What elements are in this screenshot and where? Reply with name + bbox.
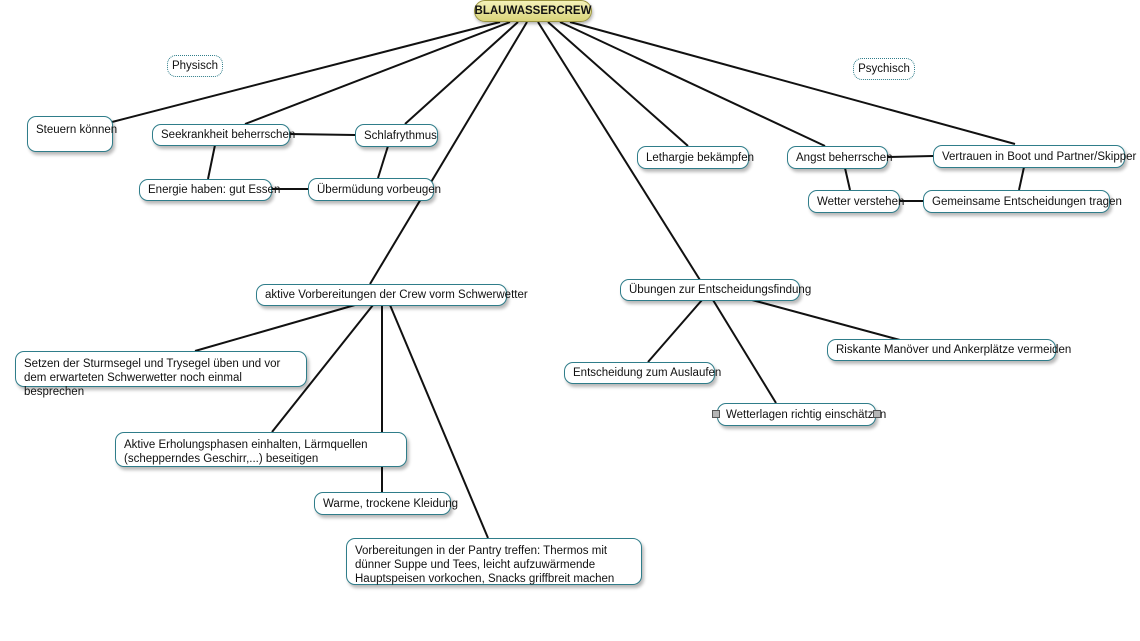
edge-root-aktive	[369, 21, 528, 285]
edge-schlaf-uebermuedung	[377, 145, 389, 179]
label-psychisch: Psychisch	[853, 58, 915, 80]
edge-root-steuern	[111, 21, 501, 123]
node-gemeinsame[interactable]: Gemeinsame Entscheidungen tragen	[923, 190, 1122, 213]
label-physisch: Physisch	[167, 55, 223, 77]
node-steuern[interactable]: Steuern können	[27, 116, 117, 152]
node-seekrankheit[interactable]: Seekrankheit beherrschen	[152, 124, 295, 146]
edge-root-uebungen	[537, 21, 701, 281]
edge-root-angst	[559, 21, 826, 147]
edge-uebungen-wetterlagen	[712, 299, 777, 404]
resize-handle-left[interactable]	[712, 410, 720, 418]
edge-seekrankheit-energie	[207, 144, 216, 180]
node-energie[interactable]: Energie haben: gut Essen	[139, 179, 280, 201]
node-uebermuedung[interactable]: Übermüdung vorbeugen	[308, 178, 441, 201]
edge-angst-vertrauen	[887, 155, 934, 158]
node-wetterlagen[interactable]: Wetterlagen richtig einschätzen	[717, 403, 886, 426]
node-riskante[interactable]: Riskante Manöver und Ankerplätze vermeid…	[827, 339, 1071, 361]
edge-seekrankheit-schlaf	[289, 133, 356, 136]
node-aktive-vorbereitungen[interactable]: aktive Vorbereitungen der Crew vorm Schw…	[256, 284, 528, 306]
edge-aktive-pantry	[389, 304, 489, 539]
node-kleidung[interactable]: Warme, trockene Kleidung	[314, 492, 458, 515]
edge-root-vertrauen	[569, 21, 1016, 145]
node-pantry[interactable]: Vorbereitungen in der Pantry treffen: Th…	[346, 538, 642, 585]
edge-uebungen-auslaufen	[647, 299, 703, 363]
edge-root-lethargie	[547, 21, 689, 147]
node-angst[interactable]: Angst beherrschen	[787, 146, 893, 169]
node-erholung[interactable]: Aktive Erholungsphasen einhalten, Lärmqu…	[115, 432, 407, 467]
node-auslaufen[interactable]: Entscheidung zum Auslaufen	[564, 362, 721, 384]
root-node[interactable]: BLAUWASSERCREW	[474, 0, 592, 22]
node-lethargie[interactable]: Lethargie bekämpfen	[637, 146, 754, 169]
edge-aktive-sturmsegel	[194, 304, 356, 352]
edge-vertrauen-gemeinsame	[1018, 166, 1025, 191]
edge-angst-wetter	[844, 167, 851, 191]
edge-uebungen-riskante	[751, 299, 901, 341]
node-sturmsegel[interactable]: Setzen der Sturmsegel und Trysegel üben …	[15, 351, 307, 398]
edge-root-schlaf	[404, 21, 519, 125]
node-uebungen[interactable]: Übungen zur Entscheidungsfindung	[620, 279, 811, 301]
edge-root-seekrankheit	[244, 21, 511, 125]
node-schlaf[interactable]: Schlafrythmus	[355, 124, 438, 147]
edge-aktive-erholung	[271, 304, 374, 433]
node-wetter-verstehen[interactable]: Wetter verstehen	[808, 190, 904, 213]
resize-handle-right[interactable]	[873, 410, 881, 418]
node-vertrauen[interactable]: Vertrauen in Boot und Partner/Skipper	[933, 145, 1136, 168]
